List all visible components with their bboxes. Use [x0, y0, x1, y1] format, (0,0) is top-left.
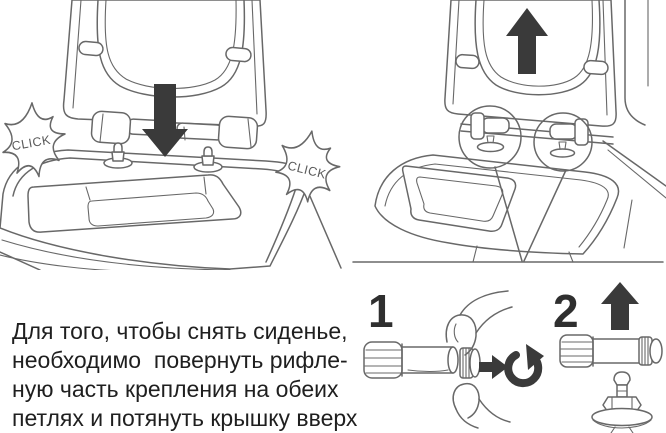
hinge-bar: [90, 110, 259, 150]
body-edge: [602, 140, 666, 187]
instruction-text: Для того, чтобы снять сиденье, необходим…: [12, 317, 362, 433]
mounting-pin-left: [103, 142, 133, 169]
instruction-line-4: петлях и потянуть крышку вверх: [12, 405, 358, 431]
seat-bumper-left: [78, 40, 104, 57]
lift-arrow-icon: [601, 282, 639, 330]
mounting-pin-right: [193, 146, 223, 173]
pointer-line-right: [523, 169, 567, 262]
pull-up-arrow-icon: [506, 8, 548, 74]
click-burst-left: CLICK: [2, 102, 66, 178]
floor-line: [0, 251, 41, 270]
fingers: [445, 290, 513, 429]
step-1-label: 1: [368, 285, 394, 337]
pull-out-arrow-icon: [479, 355, 508, 379]
seat-bumper-left: [455, 53, 480, 70]
step1-knurled-ring: [459, 347, 481, 379]
illustration-remove-seat: [352, 0, 666, 263]
instruction-line-1: Для того, чтобы снять сиденье,: [12, 318, 348, 344]
step2-hinge-cylinder: [559, 334, 663, 368]
illustration-attach-seat: CLICK CLICK: [0, 0, 345, 270]
seat-bumper-right: [583, 59, 609, 76]
pointer-line-left: [494, 166, 523, 262]
body-edge-inner: [607, 149, 666, 199]
magnifier-circle-right: [533, 112, 593, 172]
click-label-left: CLICK: [11, 133, 52, 154]
step-2-label: 2: [553, 285, 579, 337]
press-down-arrow-icon: [142, 84, 188, 157]
step2-mounting-pin: [591, 371, 653, 433]
seat-bumper-right: [225, 46, 252, 63]
click-burst-right: CLICK: [271, 124, 345, 208]
step-details: 1 2: [363, 282, 663, 433]
hinge-assembly: [460, 112, 614, 158]
instruction-line-2: необходимо повернуть рифле-: [12, 347, 348, 373]
rotate-arrow-icon: [504, 344, 544, 388]
instruction-line-3: ную часть крепления на обеих: [12, 376, 339, 402]
tank-outline: [624, 0, 646, 126]
base-edge: [623, 199, 633, 249]
toilet-bowl: [0, 149, 310, 270]
magnifier-circle-left: [458, 105, 522, 169]
step1-hinge-cylinder: [363, 341, 459, 379]
toilet-bowl: [374, 154, 620, 263]
